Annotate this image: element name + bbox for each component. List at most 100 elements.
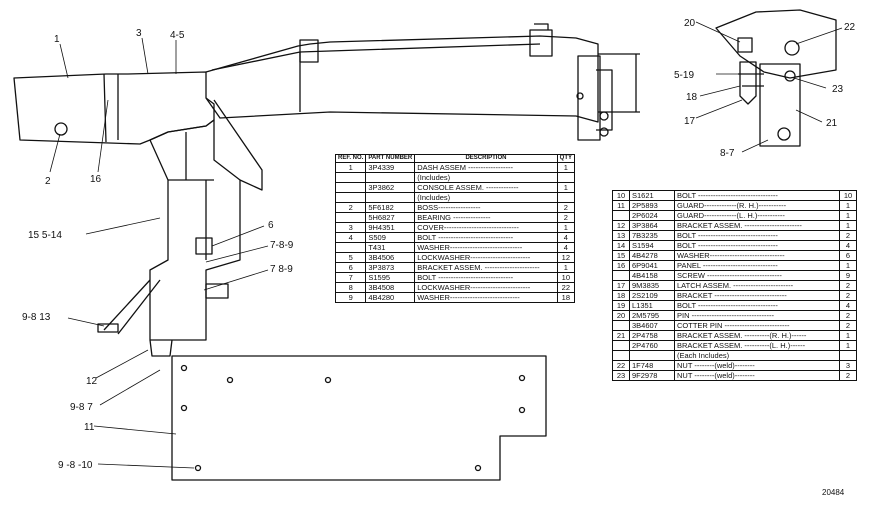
callout-17: 17 bbox=[684, 116, 696, 127]
pin-20 bbox=[737, 37, 753, 53]
part-number-cell: 2P4758 bbox=[629, 330, 675, 341]
qty-cell: 2 bbox=[839, 230, 857, 241]
qty-cell: 4 bbox=[839, 300, 857, 311]
description-cell: LATCH ASSEM. ------------------------ bbox=[674, 280, 840, 291]
leader-lines bbox=[49, 21, 843, 469]
qty-cell: 2 bbox=[839, 320, 857, 331]
bracket-assem-21 bbox=[759, 63, 801, 147]
part-number-cell bbox=[629, 350, 675, 361]
part-number-cell: T431 bbox=[365, 242, 416, 253]
ref-cell bbox=[334, 242, 367, 253]
console-arm-hinge bbox=[299, 39, 319, 63]
ref-cell: 6 bbox=[334, 262, 367, 273]
ref-cell: 21 bbox=[612, 330, 630, 341]
callout-6: 6 bbox=[268, 220, 274, 231]
part-number-cell: 2P5893 bbox=[629, 200, 675, 211]
part-number-cell: 3P3862 bbox=[365, 182, 416, 193]
description-cell: BRACKET ----------------------------- bbox=[674, 290, 840, 301]
figure-number: 20484 bbox=[822, 488, 845, 497]
qty-cell: 2 bbox=[839, 290, 857, 301]
column-front bbox=[168, 132, 214, 260]
part-number-cell: S509 bbox=[365, 232, 416, 243]
description-cell: BOLT -------------------------------- bbox=[674, 300, 840, 311]
header-description: DESCRIPTION bbox=[414, 154, 558, 163]
description-cell: NUT --------(weld)-------- bbox=[674, 370, 840, 381]
description-cell: SCREW ------------------------------ bbox=[674, 270, 840, 281]
inset-frame bbox=[715, 9, 837, 79]
part-number-cell: 3P3864 bbox=[629, 220, 675, 231]
callout-23: 23 bbox=[832, 84, 844, 95]
description-cell: WASHER----------------------------- bbox=[414, 242, 558, 253]
description-cell: BRACKET ASSEM. ----------(R. H.)------ bbox=[674, 330, 840, 341]
nut-22 bbox=[784, 40, 800, 56]
part-number-cell: 3B4508 bbox=[365, 282, 416, 293]
ref-cell: 7 bbox=[334, 272, 367, 283]
guard-hole-e bbox=[518, 374, 526, 382]
ref-cell: 19 bbox=[612, 300, 630, 311]
console-arm-clamp bbox=[529, 23, 553, 57]
description-cell: PIN --------------------------------- bbox=[674, 310, 840, 321]
part-number-cell: 9F2978 bbox=[629, 370, 675, 381]
callout-11: 11 bbox=[84, 422, 95, 433]
description-cell: BOLT ------------------------------ bbox=[414, 272, 558, 283]
callout-9-8-7: 9-8 7 bbox=[70, 402, 93, 413]
ref-cell bbox=[612, 210, 630, 221]
qty-cell: 4 bbox=[556, 232, 576, 243]
callout-9-8-13: 9-8 13 bbox=[22, 312, 51, 323]
part-number-cell: 3P4339 bbox=[365, 162, 416, 173]
qty-cell: 1 bbox=[556, 262, 576, 273]
ref-cell bbox=[334, 212, 367, 223]
ref-cell: 10 bbox=[612, 190, 630, 201]
qty-cell: 6 bbox=[839, 250, 857, 261]
ref-cell: 4 bbox=[334, 232, 367, 243]
description-cell: CONSOLE ASSEM. ------------- bbox=[414, 182, 558, 193]
header-part-number: PART NUMBER bbox=[365, 154, 416, 163]
description-cell: BOLT -------------------------------- bbox=[674, 190, 840, 201]
description-cell: BRACKET ASSEM. ----------(L. H.)------ bbox=[674, 340, 840, 351]
part-number-cell: 7B3235 bbox=[629, 230, 675, 241]
description-cell: NUT --------(weld)-------- bbox=[674, 360, 840, 371]
ref-cell bbox=[612, 320, 630, 331]
qty-cell: 1 bbox=[556, 222, 576, 233]
callout-8-7: 8-7 bbox=[720, 148, 735, 159]
callout-3: 3 bbox=[136, 28, 142, 39]
qty-cell: 1 bbox=[556, 162, 576, 173]
console-arm-top-edge bbox=[211, 43, 541, 112]
qty-cell: 2 bbox=[839, 310, 857, 321]
console-arm bbox=[205, 35, 599, 123]
ref-cell: 16 bbox=[612, 260, 630, 271]
ref-cell bbox=[334, 172, 367, 183]
bracket-part-7 bbox=[205, 283, 229, 299]
qty-cell: 2 bbox=[556, 212, 576, 223]
ref-cell: 15 bbox=[612, 250, 630, 261]
table-row: (Includes) bbox=[334, 172, 576, 183]
brace-12 bbox=[103, 279, 173, 357]
description-cell: (Includes) bbox=[414, 172, 558, 183]
guard-hole-c bbox=[324, 376, 332, 384]
description-cell: COVER------------------------------ bbox=[414, 222, 558, 233]
qty-cell: 22 bbox=[556, 282, 576, 293]
part-number-cell: L1351 bbox=[629, 300, 675, 311]
qty-cell: 10 bbox=[839, 190, 857, 201]
description-cell: BOLT -------------------------------- bbox=[674, 230, 840, 241]
callout-20: 20 bbox=[684, 18, 696, 29]
part-number-cell: 9M3835 bbox=[629, 280, 675, 291]
callout-18: 18 bbox=[686, 92, 698, 103]
console-outer-edge bbox=[598, 53, 640, 113]
callout-9-8-10: 9 -8 -10 bbox=[58, 460, 93, 471]
ref-cell: 22 bbox=[612, 360, 630, 371]
qty-cell bbox=[556, 172, 576, 183]
